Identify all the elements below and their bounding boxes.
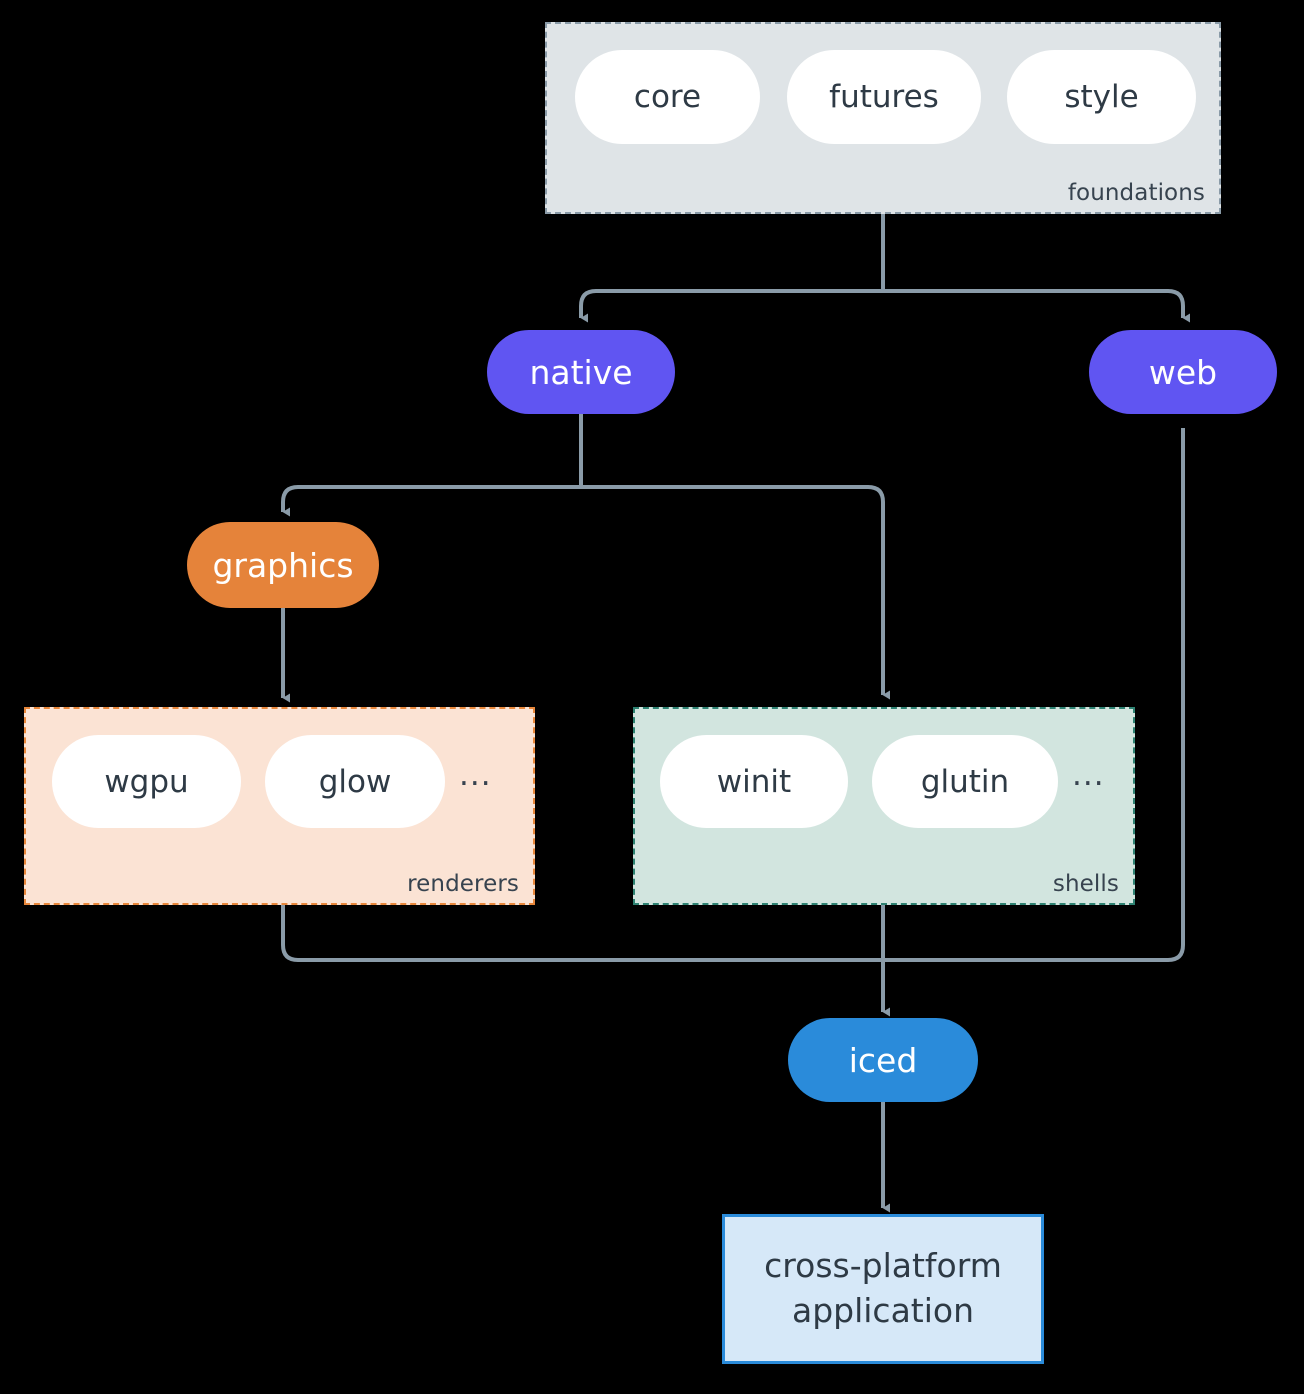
edge-renderers-iced: [281, 905, 883, 962]
pill-wgpu-label: wgpu: [104, 763, 189, 800]
pill-style[interactable]: style: [1007, 50, 1196, 144]
pill-glutin-label: glutin: [920, 763, 1010, 800]
pill-wgpu[interactable]: wgpu: [52, 735, 241, 828]
application-line-2: application: [791, 1291, 975, 1330]
pill-style-label: style: [1064, 79, 1139, 115]
pill-winit-label: winit: [716, 763, 792, 800]
pill-futures[interactable]: futures: [787, 50, 981, 144]
edge-foundations-web: [883, 289, 1190, 323]
node-graphics[interactable]: graphics: [187, 522, 379, 608]
edge-foundations-native: [579, 289, 883, 323]
shells-items: winit glutin ...: [660, 735, 1105, 828]
renderers-items: wgpu glow ...: [52, 735, 492, 828]
node-native-label: native: [529, 352, 633, 392]
node-native[interactable]: native: [487, 330, 675, 414]
pill-futures-label: futures: [829, 79, 939, 115]
group-label-renderers: renderers: [407, 871, 519, 897]
node-iced[interactable]: iced: [788, 1018, 978, 1102]
pill-core[interactable]: core: [575, 50, 760, 144]
foundations-items: core futures style: [575, 50, 1196, 144]
pill-glutin[interactable]: glutin: [872, 735, 1058, 828]
edge-native-shells: [581, 485, 890, 700]
edge-native-graphics: [281, 485, 581, 517]
shells-ellipsis: ...: [1072, 757, 1105, 793]
pill-glow-label: glow: [318, 763, 392, 800]
node-iced-label: iced: [848, 1040, 918, 1080]
group-label-shells: shells: [1052, 871, 1119, 897]
node-web-label: web: [1148, 352, 1218, 392]
node-graphics-label: graphics: [212, 545, 354, 585]
group-shells: winit glutin ... shells: [633, 707, 1135, 905]
group-label-foundations: foundations: [1067, 180, 1205, 206]
pill-glow[interactable]: glow: [265, 735, 445, 828]
renderers-ellipsis: ...: [459, 757, 492, 793]
pill-core-label: core: [633, 79, 702, 115]
node-cross-platform-application[interactable]: cross-platform application: [722, 1214, 1044, 1364]
node-web[interactable]: web: [1089, 330, 1277, 414]
group-foundations: core futures style foundations: [545, 22, 1221, 214]
pill-winit[interactable]: winit: [660, 735, 848, 828]
application-line-1: cross-platform: [764, 1246, 1002, 1286]
group-renderers: wgpu glow ... renderers: [24, 707, 535, 905]
